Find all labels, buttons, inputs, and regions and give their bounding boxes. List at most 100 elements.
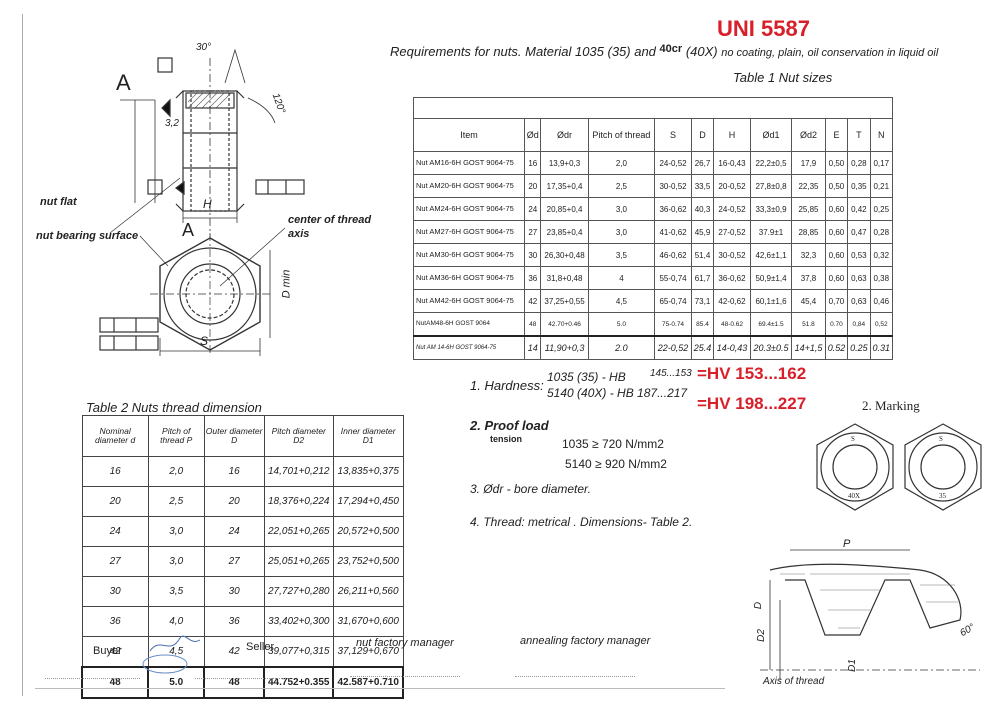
table1-cell: 0,52 (869, 312, 894, 337)
table1-cell: 55-0,74 (654, 266, 692, 290)
table1-header-cell: Ød1 (749, 118, 793, 152)
axis-of-thread-label: Axis of thread (763, 676, 825, 687)
page-border (22, 14, 991, 696)
table1-header-cell: Item (412, 118, 526, 152)
requirements-tail: (40X) (685, 44, 718, 59)
table2-cell: 16 (81, 456, 149, 487)
table2-cell: 30 (203, 576, 265, 607)
table1-cell: 0,35 (847, 174, 871, 198)
table1-cell: 27 (524, 220, 542, 244)
table1-cell: 36-0,62 (713, 266, 751, 290)
table1-header-cell: N (869, 118, 894, 152)
table2-cell: 14,701+0,212 (263, 456, 334, 487)
table2-cell: 37,129+0,670 (332, 636, 404, 668)
table1-cell: 33,3±0,9 (749, 197, 793, 221)
table1-cell: 20,85+0,4 (540, 197, 589, 221)
table1-header-cell: S (654, 118, 692, 152)
marking-40x: 40X (848, 492, 861, 500)
table1-cell: 0,60 (824, 266, 849, 290)
table1-item-cell: Nut AM27-6H GOST 9064-75 (412, 220, 526, 244)
document-title: UNI 5587 (717, 16, 810, 41)
table1-header-cell: T (847, 118, 871, 152)
table1-cell: 28,85 (791, 220, 826, 244)
table2-cell: 27 (81, 546, 149, 577)
requirements-line: Requirements for nuts. Material 1035 (35… (390, 43, 938, 59)
table2-cell: 3,5 (147, 576, 205, 607)
table1-cell: 3,0 (587, 220, 656, 244)
table1-cell: 0.31 (869, 335, 894, 360)
table1-cell: 5.0 (587, 312, 656, 337)
table1-cell: 33,5 (690, 174, 715, 198)
table1-cell: 3,0 (587, 197, 656, 221)
requirements-prefix: Requirements for nuts. Material 1035 (35… (390, 44, 656, 59)
proof-line-2: 5140 ≥ 920 N/mm2 (565, 457, 667, 471)
table1-cell: 0,47 (847, 220, 871, 244)
table1-item-cell: Nut AM20-6H GOST 9064-75 (412, 174, 526, 198)
thread-profile-outline (769, 563, 962, 636)
table1-cell: 41-0,62 (654, 220, 692, 244)
annealing-manager-sign-line (515, 676, 635, 677)
table1-cell: 25,85 (791, 197, 826, 221)
table1-cell: 14-0,43 (713, 335, 751, 360)
table2-header-cell: Nominal diameter d (81, 415, 149, 457)
table1-cell: 37,25+0,55 (540, 289, 589, 313)
table1-header-cell: Pitch of thread (587, 118, 656, 152)
bearing-surface-label: nut bearing surface (36, 230, 139, 242)
buyer-stamp-signature (142, 635, 201, 674)
table2-cell: 2,5 (147, 486, 205, 517)
table1-cell: 17,9 (791, 151, 826, 175)
table1-cell: 2,5 (587, 174, 656, 198)
table1-cell: 46-0,62 (654, 243, 692, 267)
table1-cell: 30 (524, 243, 542, 267)
table1-cell: 51.8 (791, 312, 826, 337)
view-a-label: A (116, 70, 131, 95)
dim-d-label: D (753, 601, 765, 610)
nut-manager-label: nut factory manager (356, 637, 454, 649)
proof-load-label: 2. Proof load (470, 418, 549, 433)
view-a-label-2: A (182, 220, 195, 240)
dim-32-label: 3,2 (165, 118, 179, 129)
table1-cell: 75-0.74 (654, 312, 692, 337)
buyer-label: Buyer (93, 645, 122, 657)
table2-header-cell: Pitch diameter D2 (263, 415, 334, 457)
table1-cell: 37.9±1 (749, 220, 793, 244)
table2-cell: 27 (203, 546, 265, 577)
table1-cell: 0,46 (869, 289, 894, 313)
table1-cell: 50,9±1,4 (749, 266, 793, 290)
table1-header-cell: D (690, 118, 715, 152)
table2-cell: 24 (203, 516, 265, 547)
table1-cell: 61,7 (690, 266, 715, 290)
table1-cell: 0,42 (847, 197, 871, 221)
table1-caption: Table 1 Nut sizes (733, 70, 833, 85)
dim-p-label: P (843, 538, 851, 550)
marking-nut-right (904, 423, 982, 511)
table1-cell: 0.52 (824, 335, 849, 360)
table1-cell: 42.70+0.46 (540, 312, 589, 337)
table1-cell: 51,4 (690, 243, 715, 267)
table1-cell: 16 (524, 151, 542, 175)
table1-cell: 0.25 (847, 335, 871, 360)
table1-cell: 11,90+0,3 (540, 335, 589, 360)
table1-cell: 3,5 (587, 243, 656, 267)
table2-cell: 22,051+0,265 (263, 516, 334, 547)
angle-30-label: 30° (196, 42, 212, 53)
table1-header-cell: H (713, 118, 751, 152)
bore-note: 3. Ødr - bore diameter. (470, 482, 591, 496)
table1-cell: 36-0,62 (654, 197, 692, 221)
table1-cell: 37,8 (791, 266, 826, 290)
table1-cell: 60,1±1,6 (749, 289, 793, 313)
table2-cell: 26,211+0,560 (332, 576, 404, 607)
table1-cell: 0,84 (847, 312, 871, 337)
